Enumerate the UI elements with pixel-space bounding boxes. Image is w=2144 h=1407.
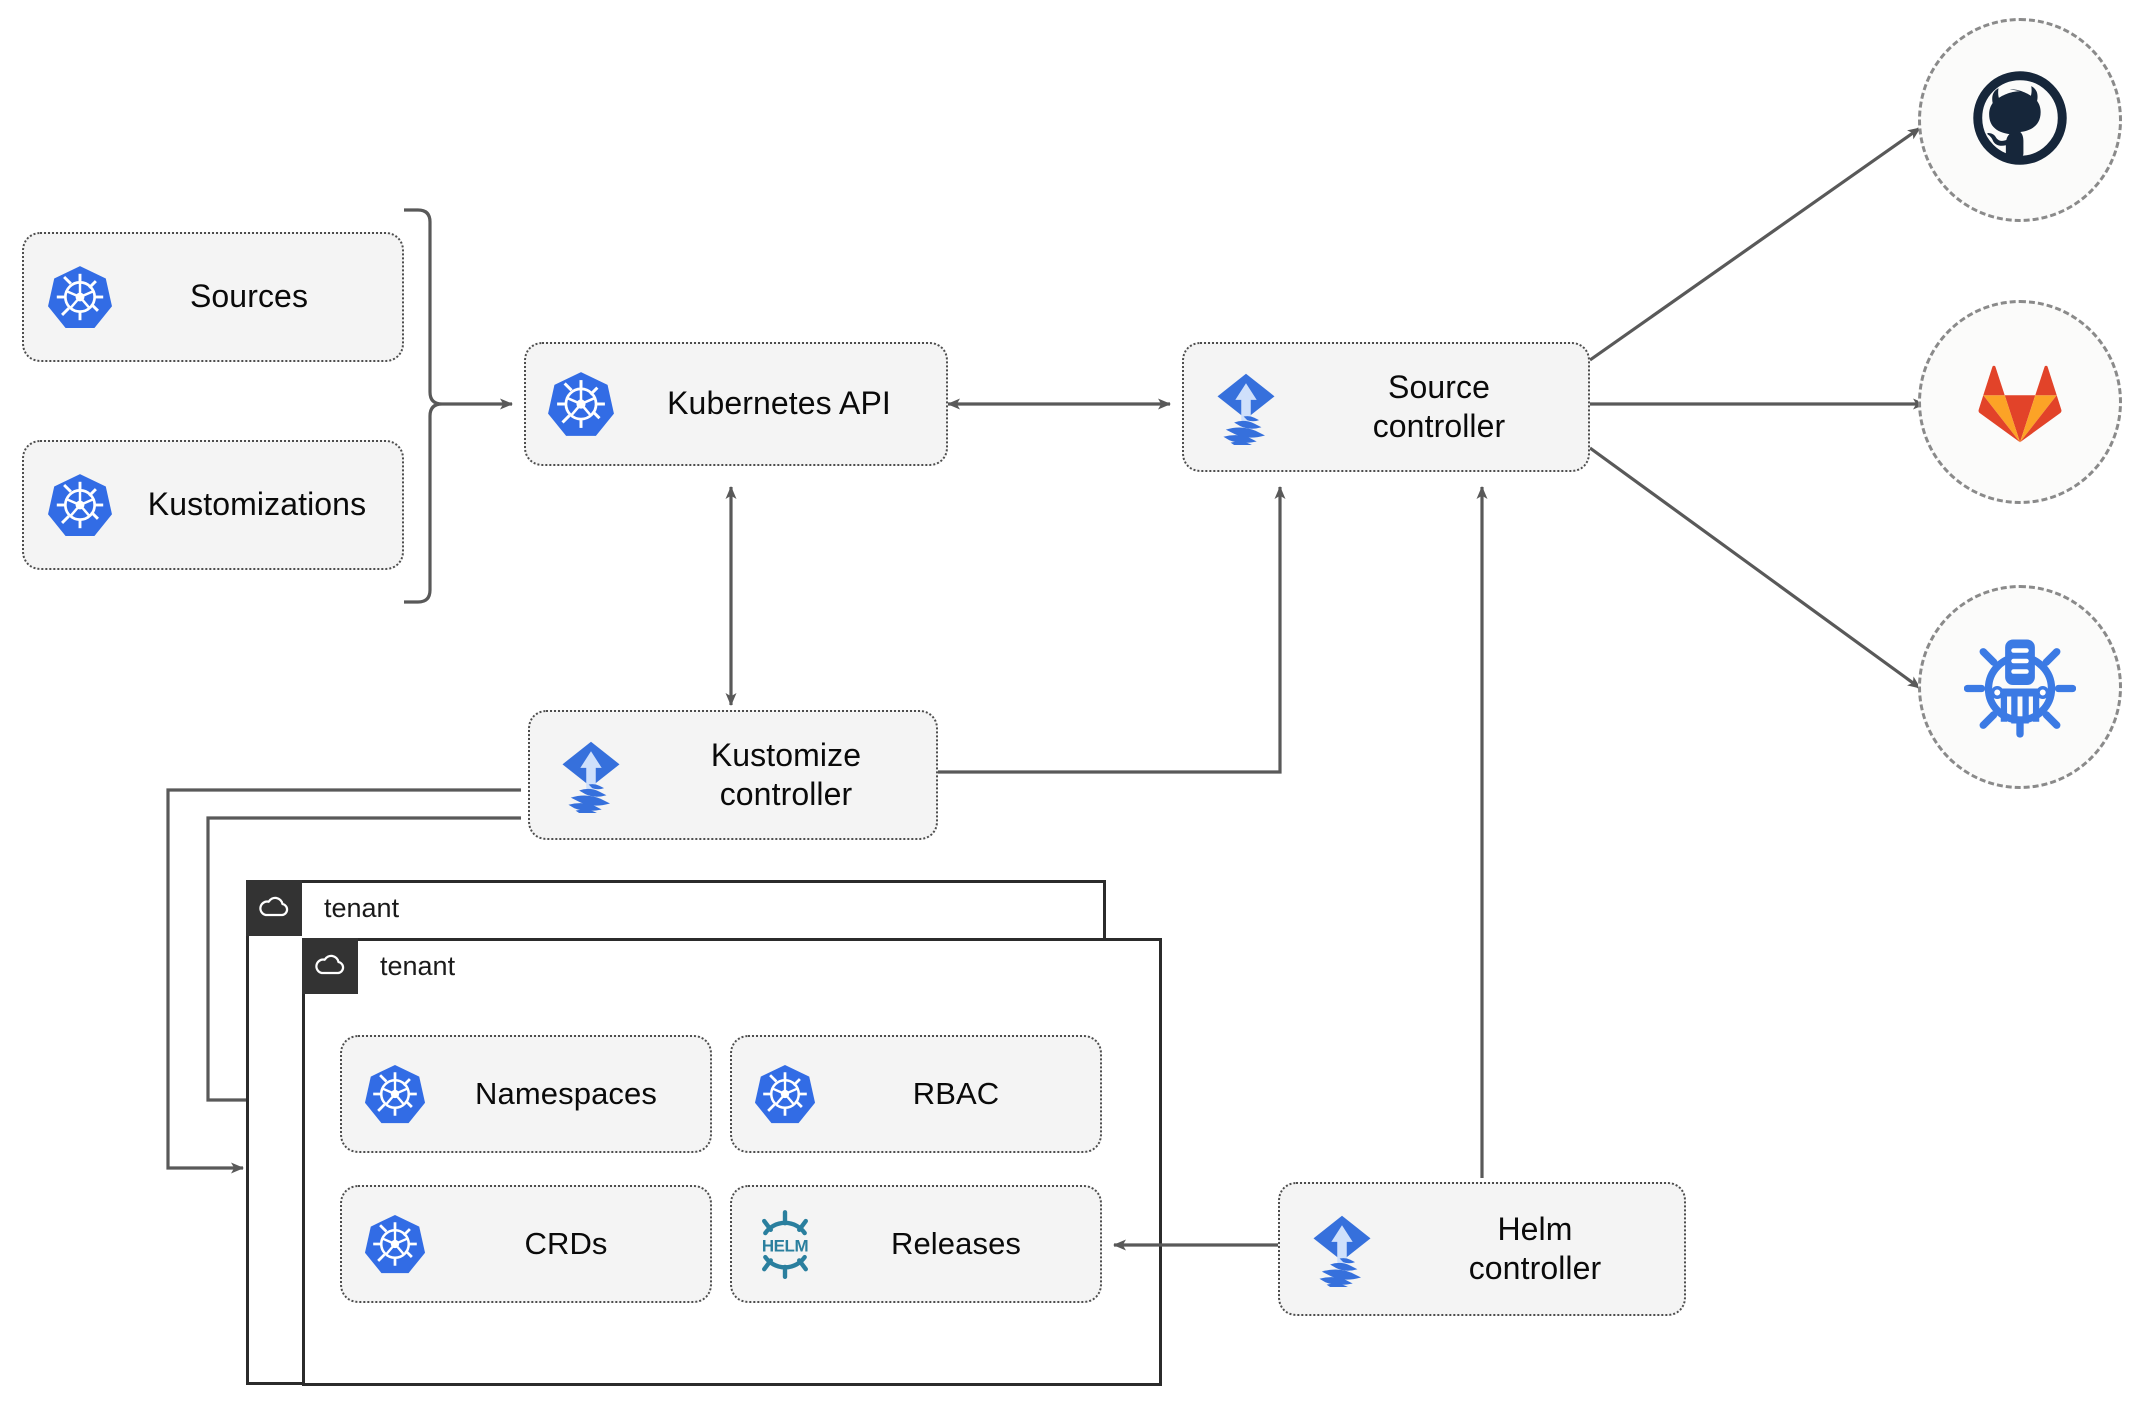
kubernetes-icon [24, 264, 136, 330]
node-helm-repository[interactable] [1918, 585, 2122, 789]
node-gitlab[interactable] [1918, 300, 2122, 504]
node-kustomizations[interactable]: Kustomizations [22, 440, 404, 570]
kubernetes-icon [342, 1213, 448, 1275]
tenant-label: tenant [324, 892, 400, 923]
node-namespaces[interactable]: Namespaces [340, 1035, 712, 1153]
node-rbac[interactable]: RBAC [730, 1035, 1102, 1153]
cloud-icon [246, 880, 302, 936]
node-label: Releases [890, 1226, 1022, 1262]
gitlab-icon [1968, 348, 2072, 457]
github-icon [1968, 66, 2072, 175]
node-label: Kustomize controller [710, 736, 862, 812]
flux-icon [1184, 369, 1308, 445]
tenant-inner-header: tenant [302, 938, 455, 994]
helm-repository-icon [1963, 629, 2077, 746]
node-label: Kustomizations [147, 486, 367, 523]
node-releases[interactable]: HELM Releases [730, 1185, 1102, 1303]
node-sources[interactable]: Sources [22, 232, 404, 362]
helm-icon: HELM [732, 1209, 838, 1279]
tenant-outer-header: tenant [246, 880, 399, 936]
node-label: Helm controller [1468, 1210, 1602, 1286]
kubernetes-icon [342, 1063, 448, 1125]
node-label: CRDs [524, 1226, 608, 1262]
wire-sourcecontroller-github [1589, 126, 1921, 362]
node-github[interactable] [1918, 18, 2122, 222]
node-helm-controller[interactable]: Helm controller [1278, 1182, 1686, 1316]
node-kubernetes-api[interactable]: Kubernetes API [524, 342, 948, 466]
node-label: Kubernetes API [667, 385, 891, 422]
flux-icon [530, 737, 652, 813]
wire-kustomizecontroller-sourcecontroller [938, 486, 1286, 774]
svg-text:HELM: HELM [762, 1237, 808, 1256]
node-crds[interactable]: CRDs [340, 1185, 712, 1303]
kubernetes-icon [526, 370, 636, 438]
node-source-controller[interactable]: Source controller [1182, 342, 1590, 472]
node-label: Source controller [1372, 368, 1506, 444]
node-kustomize-controller[interactable]: Kustomize controller [528, 710, 938, 840]
wire-sourcecontroller-helmrepo [1589, 446, 1921, 690]
flux-icon [1280, 1211, 1404, 1287]
cloud-icon [302, 938, 358, 994]
node-label: Namespaces [475, 1076, 657, 1112]
wire-resources-bracket [404, 208, 443, 604]
tenant-inner[interactable]: tenant [302, 938, 1162, 1386]
node-label: Sources [189, 278, 309, 315]
tenant-label: tenant [380, 950, 456, 981]
node-label: RBAC [912, 1076, 1000, 1112]
kubernetes-icon [732, 1063, 838, 1125]
kubernetes-icon [24, 472, 136, 538]
